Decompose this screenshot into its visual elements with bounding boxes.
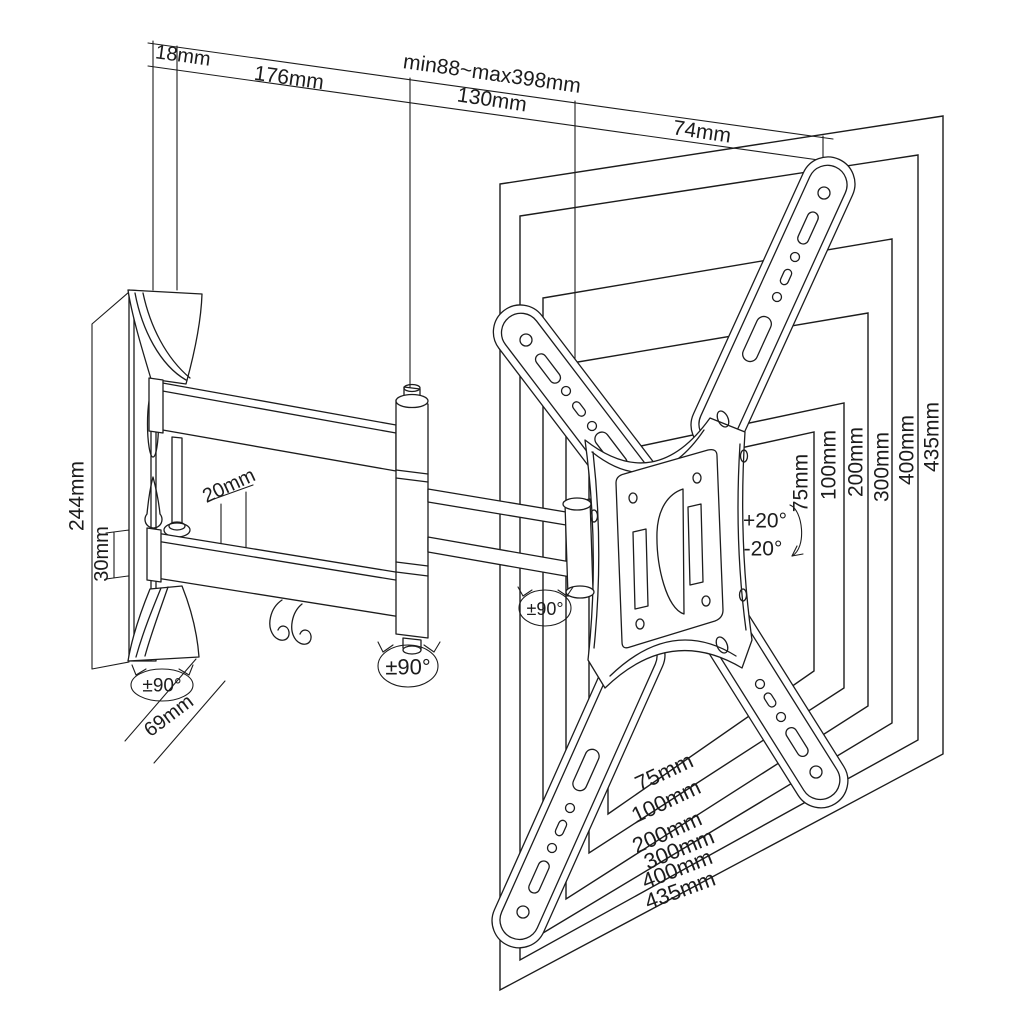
tilt-arrowhead <box>791 545 804 557</box>
arm-slot <box>742 315 772 363</box>
plate-hub-echo-right <box>737 443 747 631</box>
arm-hole <box>775 711 787 723</box>
pivot-bottom-cap <box>402 645 422 655</box>
arm-slot <box>571 401 587 417</box>
arm-slot <box>763 692 777 708</box>
tilt-arrow-arc <box>789 504 803 557</box>
panel-slot-right <box>687 503 704 586</box>
hub-hole <box>715 636 729 654</box>
swivel-angle-label-pivot: ±90° <box>385 655 430 680</box>
wall-plate-keyhole <box>144 476 163 529</box>
dim-left-arm-gap-label: 30mm <box>91 526 113 582</box>
lower-arm-edge <box>149 539 421 585</box>
arm-slot <box>572 748 600 792</box>
arm-slot <box>528 860 550 894</box>
arm-hole <box>789 251 801 263</box>
wall-mount-assembly <box>127 289 595 662</box>
rotation-indicators <box>130 504 804 702</box>
vesa-frame-400 <box>519 154 919 962</box>
tilt-knob-top <box>168 521 186 531</box>
dim-244-line <box>91 291 130 670</box>
swivel-arrowheads <box>377 641 441 653</box>
vesa-right-label-75: 75mm <box>790 454 813 512</box>
pivot-top-cap <box>395 393 429 409</box>
arm-slot <box>779 268 793 286</box>
extension-arm-lower-bar <box>427 536 589 581</box>
arm-tip-hole <box>516 905 530 919</box>
wall-plate-top-cover <box>127 289 203 385</box>
lower-arm-hinge <box>146 527 162 583</box>
panel-corner-hole <box>635 618 645 630</box>
panel-corner-hole <box>701 595 711 607</box>
pivot-bolt-head <box>403 383 421 393</box>
arm-hole <box>546 842 558 854</box>
arm-hole <box>754 678 766 690</box>
tilt-down-label: -20° <box>744 538 783 561</box>
hub-hole <box>716 410 730 428</box>
bottom-cover-curve <box>135 587 162 658</box>
panel-slot-left <box>632 528 649 610</box>
arm-hole <box>564 802 576 814</box>
arm-hole <box>560 385 572 397</box>
arm-hole <box>586 420 598 432</box>
vesa-plate <box>491 156 856 949</box>
vesa-right-label-400: 400mm <box>896 415 919 485</box>
vesa-right-label-200: 200mm <box>845 427 868 497</box>
dim-top-arm-tip-label: 74mm <box>671 116 732 147</box>
hub-hole <box>739 449 749 463</box>
arm-outline <box>690 156 856 453</box>
dim-line-lower <box>147 65 834 163</box>
top-cover-curve <box>142 292 191 379</box>
arm-tip-hole <box>817 186 831 200</box>
plate-hub-echo-left <box>592 451 600 649</box>
dim-left-plate-depth-label: 69mm <box>140 690 198 741</box>
swivel-arrow-plate <box>518 589 572 627</box>
tilt-rod <box>171 436 183 525</box>
arm-slot <box>785 726 809 758</box>
swivel-arrowheads <box>517 586 574 597</box>
plate-swivel-bracket <box>564 498 594 597</box>
dim-20-leaders <box>213 484 254 549</box>
tilt-up-label: +20° <box>743 510 787 533</box>
upper-arm-edge <box>156 389 397 434</box>
arm-hole <box>771 291 783 303</box>
plate-hub-echo-bottom <box>609 639 737 677</box>
vesa-right-label-435: 435mm <box>921 402 944 472</box>
dim-line-upper <box>147 42 834 140</box>
swivel-cap-top <box>562 497 592 511</box>
dim-left-plate-height-label: 244mm <box>66 461 89 531</box>
swivel-arrow-pivot <box>377 644 439 688</box>
swivel-angle-label-plate: ±90° <box>526 599 563 619</box>
vesa-arm-top-right <box>690 156 856 453</box>
cable-hook <box>269 599 290 641</box>
bottom-cover-curve <box>144 586 169 657</box>
swivel-arrowheads <box>131 664 194 676</box>
swivel-cap-bottom <box>565 585 595 599</box>
vesa-right-label-300: 300mm <box>871 432 894 502</box>
arm-slot <box>554 819 568 837</box>
top-cover-curve <box>134 292 187 381</box>
dim-left-arm-step-label: 20mm <box>199 464 259 507</box>
lower-arm <box>149 531 421 621</box>
pivot-column-rings <box>395 469 429 577</box>
panel-corner-hole <box>628 492 638 504</box>
panel-corner-hole <box>692 472 702 484</box>
cable-hook <box>291 603 312 645</box>
vesa-frame-435 <box>499 115 944 992</box>
panel-cutout <box>656 488 685 615</box>
arm-tip-hole <box>809 765 823 779</box>
swivel-angle-label-wall: ±90° <box>142 676 181 697</box>
upper-arm-hinge <box>148 377 164 434</box>
plate-inner-panel <box>615 448 724 649</box>
vesa-right-label-100: 100mm <box>818 430 841 500</box>
pivot-column <box>395 399 429 639</box>
hub-hole <box>738 588 748 602</box>
wall-plate-bottom-cover <box>127 585 200 662</box>
dim-top-wall-offset-label: 18mm <box>154 41 212 71</box>
arm-tip-hole <box>519 333 533 347</box>
arm-slot <box>797 211 819 245</box>
arm-slot <box>534 353 562 384</box>
swivel-arrow-wall <box>130 668 194 702</box>
